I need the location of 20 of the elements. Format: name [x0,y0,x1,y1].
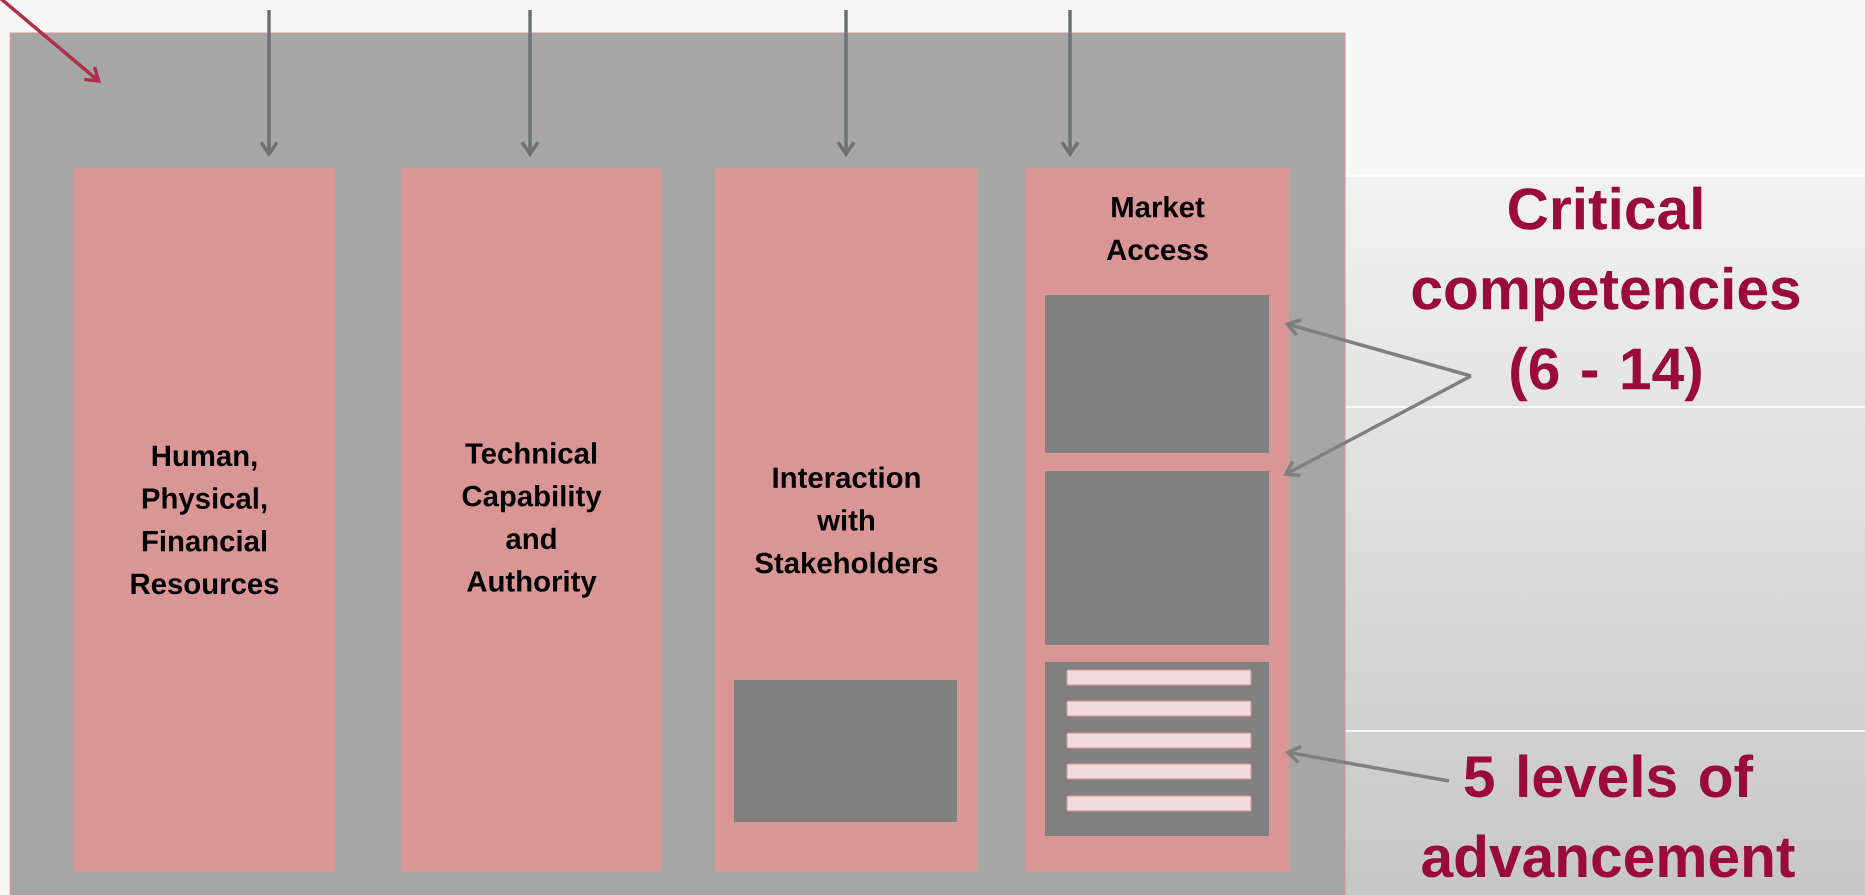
arrow [1284,318,1472,378]
arrow [1283,374,1472,478]
placeholder-box [1045,295,1269,453]
arrow [1284,744,1450,783]
callout-text: Critical competencies (6 - 14) [1412,186,1800,402]
callout-text: 5 levels of advancement [1422,754,1795,878]
level-bar [1066,700,1252,717]
arrow [1060,10,1080,158]
level-bar [1066,795,1252,812]
placeholder-box [734,680,957,822]
level-bar [1066,669,1252,686]
pillar-box: Technical Capability and Authority [401,168,662,872]
level-bar [1066,732,1252,749]
arrow [259,10,279,158]
placeholder-box [1045,471,1269,645]
arrow [836,10,856,158]
level-bar [1066,763,1252,780]
arrow [0,0,102,83]
pillar-box: Human, Physical, Financial Resources [74,168,335,872]
arrow [520,10,540,158]
